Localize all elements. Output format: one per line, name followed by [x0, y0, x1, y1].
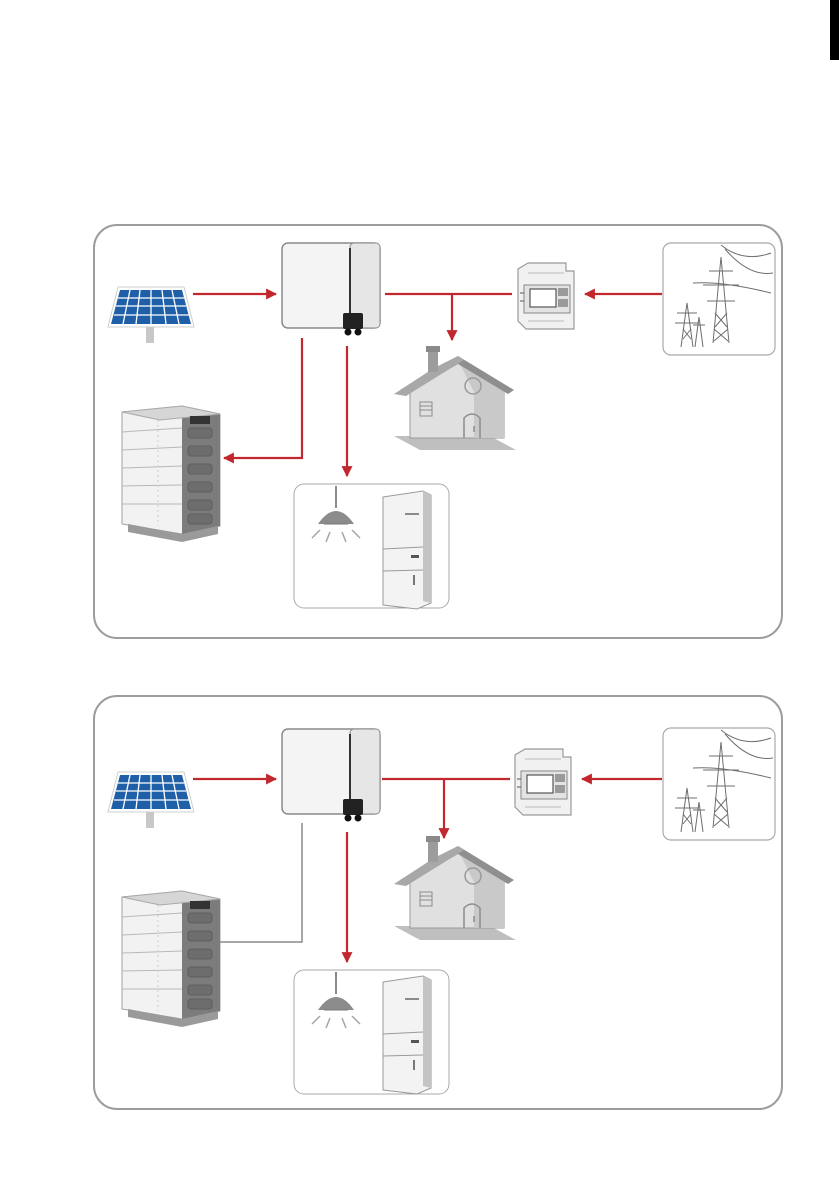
diagram-panel-1 — [93, 224, 783, 639]
power-grid-icon — [663, 243, 775, 355]
house-icon — [394, 836, 516, 940]
battery-stack-icon[interactable] — [122, 891, 220, 1027]
refrigerator-icon — [383, 491, 431, 609]
refrigerator-icon — [383, 976, 431, 1094]
house-icon — [394, 346, 516, 450]
smart-meter-icon[interactable] — [518, 263, 574, 329]
edge-tab-marker — [830, 0, 839, 60]
power-grid-icon — [663, 728, 775, 840]
energy-flow-diagram-2 — [93, 695, 783, 1110]
energy-flow-diagram-1 — [93, 224, 783, 639]
solar-panel-icon — [108, 772, 194, 828]
battery-stack-icon[interactable] — [122, 406, 220, 542]
inverter-icon[interactable] — [282, 729, 380, 822]
idle-line-inverter-battery — [220, 823, 302, 942]
solar-panel-icon — [108, 287, 194, 343]
flow-inverter-to-battery — [224, 338, 302, 458]
inverter-icon[interactable] — [282, 243, 380, 336]
diagram-panel-2 — [93, 695, 783, 1110]
smart-meter-icon[interactable] — [515, 749, 571, 815]
